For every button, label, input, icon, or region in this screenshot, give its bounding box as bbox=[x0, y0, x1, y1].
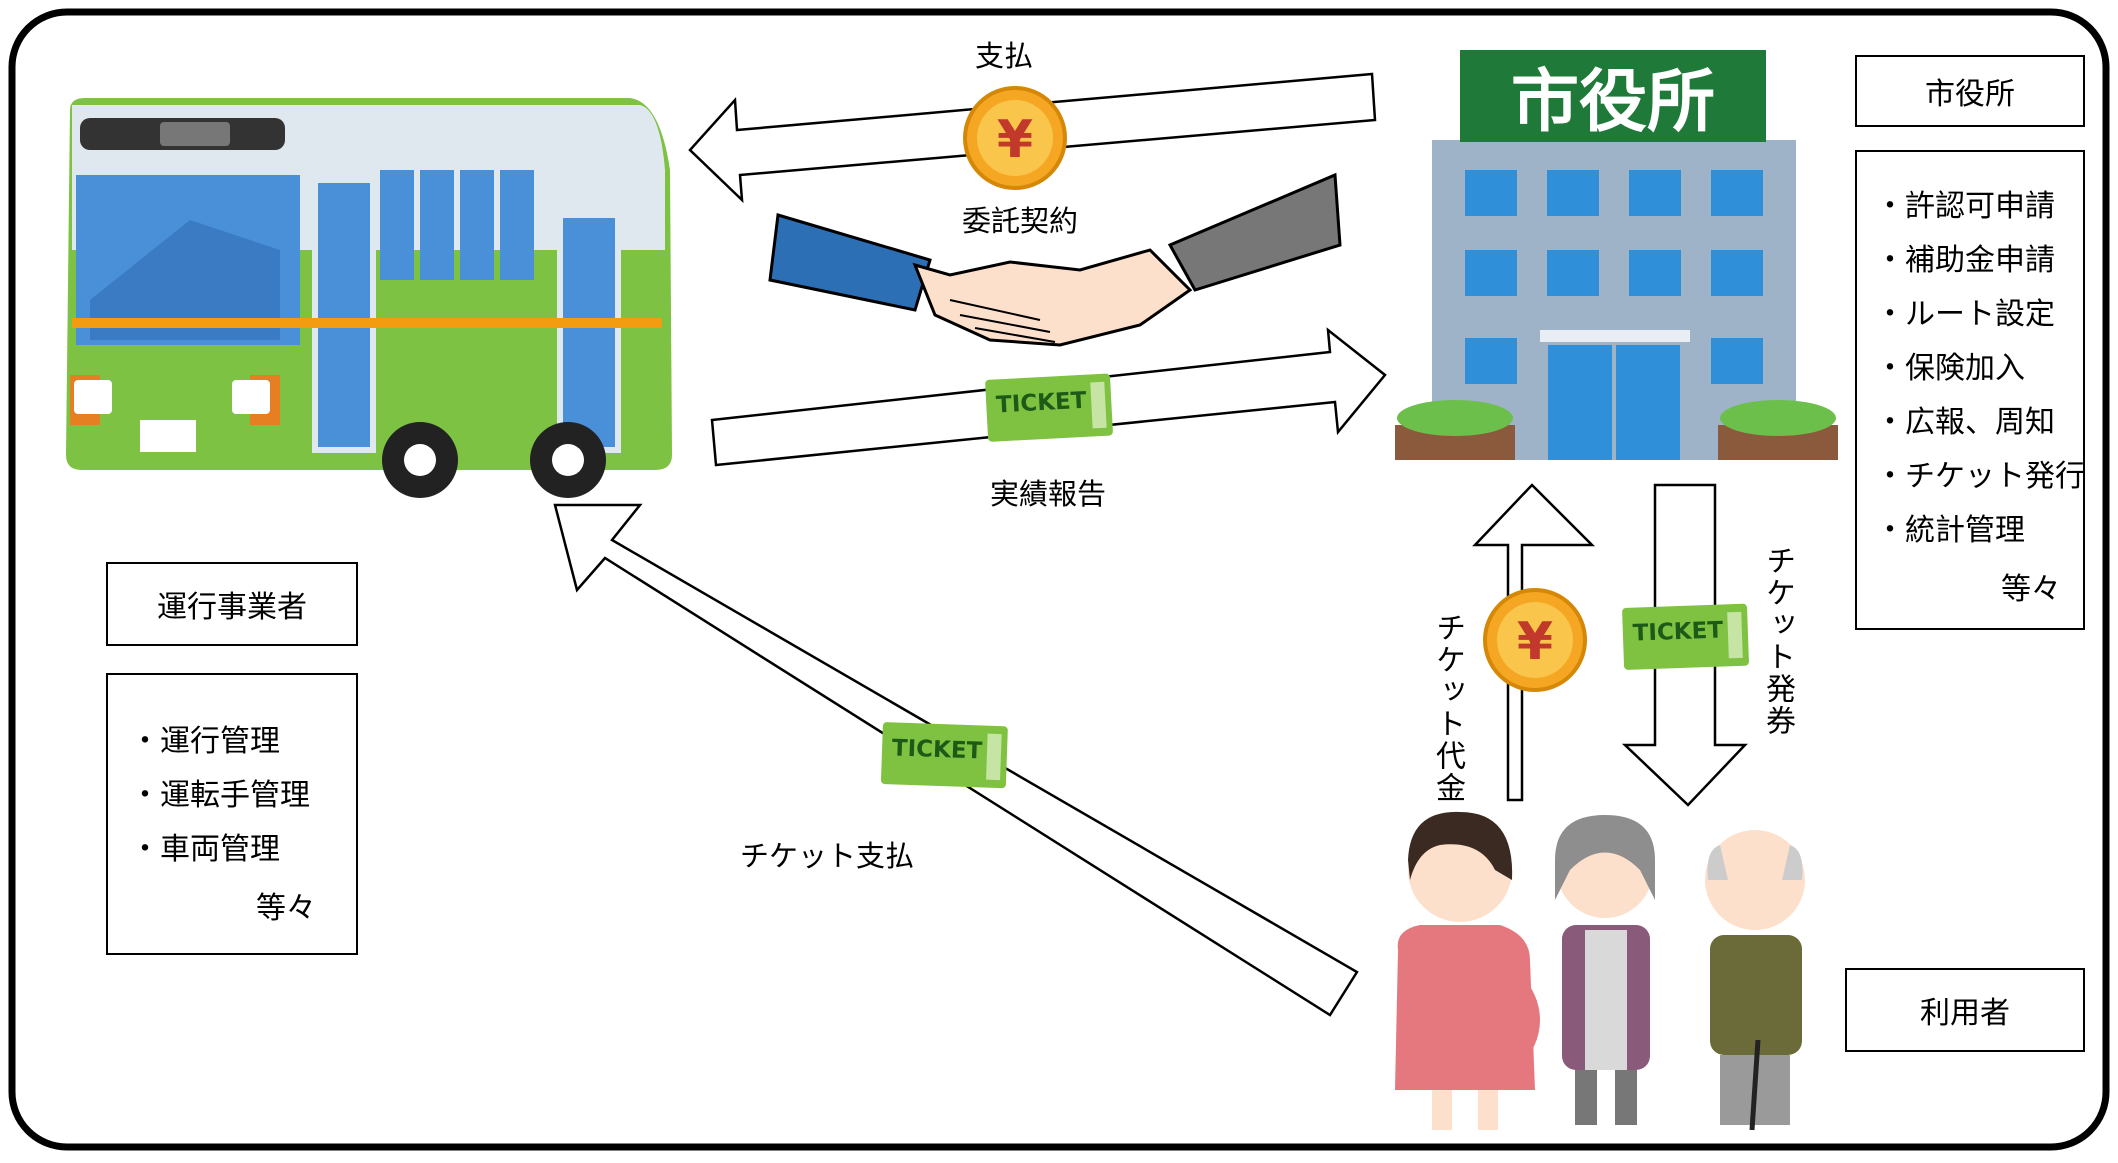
payment-label: 支払 bbox=[975, 39, 1034, 73]
svg-text:¥: ¥ bbox=[1517, 612, 1553, 672]
ticket-payment-label: チケット支払 bbox=[740, 839, 915, 873]
operator-duties-box: ・運行管理 ・運転手管理 ・車両管理 等々 bbox=[106, 673, 358, 955]
city-hall-illustration bbox=[1395, 50, 1838, 460]
ticket-icon: TICKET bbox=[880, 722, 1008, 789]
city-duty-item: ・チケット発行 bbox=[1875, 459, 2085, 494]
users-illustration bbox=[1395, 811, 1805, 1131]
city-duty-item: ・許認可申請 bbox=[1875, 189, 2055, 224]
svg-text:TICKET: TICKET bbox=[1632, 617, 1724, 646]
operator-duty-item: ・運行管理 bbox=[130, 724, 280, 759]
city-duties-box: ・許認可申請 ・補助金申請 ・ルート設定 ・保険加入 ・広報、周知 ・チケット発… bbox=[1855, 150, 2085, 630]
handshake-illustration bbox=[768, 172, 1342, 347]
svg-text:TICKET: TICKET bbox=[891, 735, 983, 764]
report-label: 実績報告 bbox=[990, 477, 1107, 511]
city-duty-item: ・補助金申請 bbox=[1875, 243, 2055, 278]
contract-label: 委託契約 bbox=[962, 204, 1079, 238]
users-title-box: 利用者 bbox=[1845, 968, 2085, 1052]
arrow-ticket-fee bbox=[1472, 483, 1596, 802]
svg-text:TICKET: TICKET bbox=[995, 388, 1087, 419]
users-title: 利用者 bbox=[1920, 996, 2010, 1031]
yen-coin-icon: ¥ bbox=[1483, 588, 1587, 692]
operator-duty-item: ・運転手管理 bbox=[130, 778, 310, 813]
city-etc: 等々 bbox=[2001, 572, 2061, 607]
operator-title-box: 運行事業者 bbox=[106, 562, 358, 646]
city-duty-item: ・広報、周知 bbox=[1875, 405, 2055, 440]
yen-coin-icon: ¥ bbox=[963, 86, 1067, 190]
city-duty-item: ・ルート設定 bbox=[1875, 297, 2055, 332]
svg-text:¥: ¥ bbox=[997, 110, 1033, 170]
city-hall-sign: 市役所 bbox=[1511, 63, 1715, 142]
operator-title: 運行事業者 bbox=[157, 590, 307, 625]
operator-duty-item: ・車両管理 bbox=[130, 832, 280, 867]
bus-illustration bbox=[66, 98, 672, 498]
city-title: 市役所 bbox=[1925, 77, 2015, 112]
ticket-fee-label: チケット代金 bbox=[1430, 612, 1465, 804]
city-duty-item: ・統計管理 bbox=[1875, 513, 2025, 548]
city-title-box: 市役所 bbox=[1855, 55, 2085, 127]
ticket-icon: TICKET bbox=[1622, 603, 1749, 670]
ticket-issue-label: チケット発券 bbox=[1760, 545, 1795, 737]
ticket-icon: TICKET bbox=[985, 373, 1113, 442]
operator-etc: 等々 bbox=[256, 891, 316, 926]
city-duty-item: ・保険加入 bbox=[1875, 351, 2025, 386]
